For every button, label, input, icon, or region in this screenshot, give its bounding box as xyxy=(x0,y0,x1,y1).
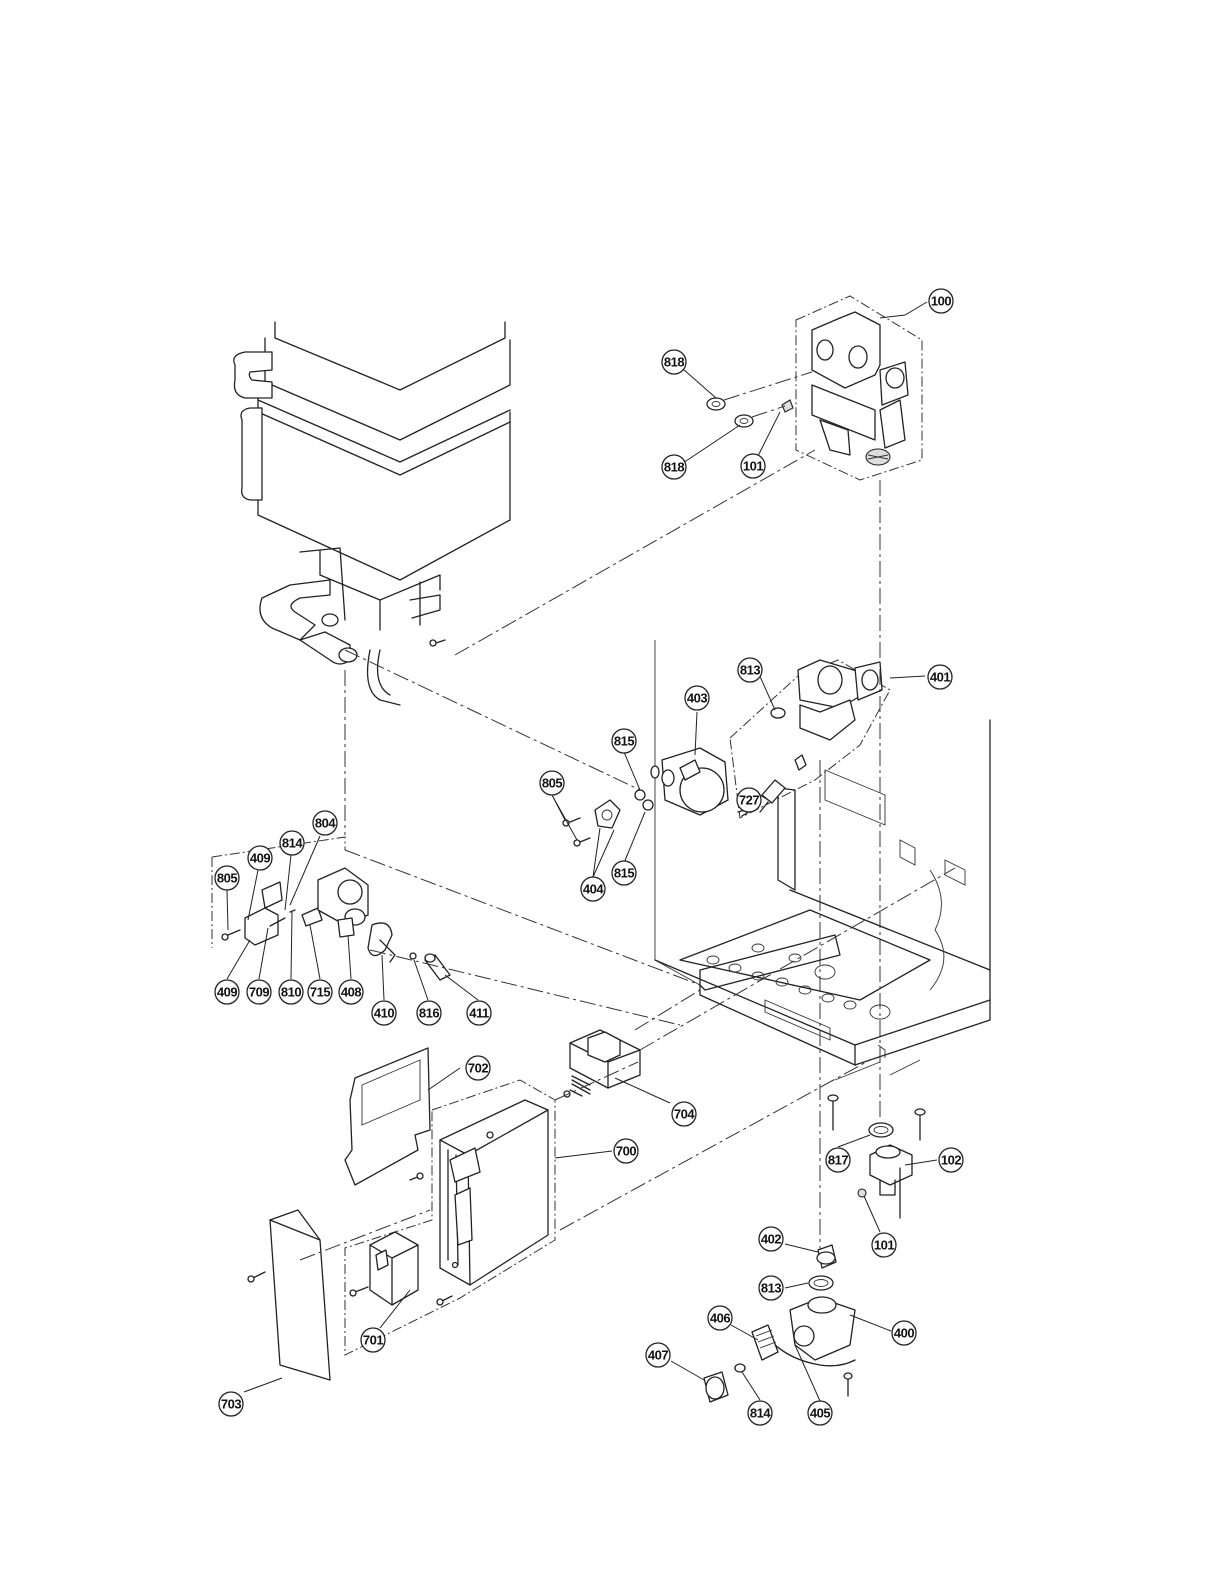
callout-700: 700 xyxy=(614,1139,638,1163)
callout-727: 727 xyxy=(737,788,761,812)
callout-408-label: 408 xyxy=(341,985,361,1000)
callout-411: 411 xyxy=(467,1001,491,1025)
transformer-704 xyxy=(564,1030,640,1097)
callout-400-label: 400 xyxy=(894,1326,914,1341)
callout-101-bottom: 101 xyxy=(872,1233,896,1257)
relay-701 xyxy=(370,1232,418,1305)
callout-813-top: 813 xyxy=(738,658,762,682)
callout-813-bottom: 813 xyxy=(759,1276,783,1300)
callout-818-bottom-label: 818 xyxy=(664,460,684,475)
callout-100: 100 xyxy=(929,289,953,313)
callout-815-bottom-label: 815 xyxy=(614,866,634,881)
callout-leaders xyxy=(227,302,937,1401)
callout-101-top: 101 xyxy=(741,454,765,478)
regulator-403 xyxy=(563,748,728,846)
callout-709: 709 xyxy=(247,980,271,1004)
callout-101-top-label: 101 xyxy=(743,459,763,474)
callout-410-label: 410 xyxy=(374,1006,394,1021)
callout-409-bottom-label: 409 xyxy=(217,985,237,1000)
callout-804-label: 804 xyxy=(315,816,336,831)
callout-403: 403 xyxy=(685,686,709,710)
callout-810-label: 810 xyxy=(281,985,301,1000)
callout-102: 102 xyxy=(939,1148,963,1172)
callout-814-bottom-label: 814 xyxy=(750,1406,771,1421)
callout-805-right: 805 xyxy=(540,771,564,795)
gas-valve-100 xyxy=(707,296,922,480)
callout-701: 701 xyxy=(361,1328,385,1352)
callout-406: 406 xyxy=(708,1306,732,1330)
callout-703: 703 xyxy=(219,1392,243,1416)
callout-401-label: 401 xyxy=(930,670,950,685)
callout-814-top: 814 xyxy=(280,831,304,855)
cover-703 xyxy=(270,1210,330,1380)
callout-817: 817 xyxy=(826,1148,850,1172)
callout-805-left: 805 xyxy=(215,866,239,890)
callout-805-right-label: 805 xyxy=(542,776,562,791)
callout-702: 702 xyxy=(466,1056,490,1080)
callout-815-top-label: 815 xyxy=(614,734,634,749)
callout-727-label: 727 xyxy=(739,793,759,808)
callout-405: 405 xyxy=(808,1401,832,1425)
callout-813-bottom-label: 813 xyxy=(761,1281,781,1296)
callout-804: 804 xyxy=(313,811,337,835)
callout-406-label: 406 xyxy=(710,1311,730,1326)
callout-405-label: 405 xyxy=(810,1406,830,1421)
callout-409-bottom: 409 xyxy=(215,980,239,1004)
callout-715: 715 xyxy=(308,980,332,1004)
callout-409-top: 409 xyxy=(248,846,272,870)
callout-814-top-label: 814 xyxy=(282,836,303,851)
callout-700-label: 700 xyxy=(616,1144,636,1159)
callout-818-top: 818 xyxy=(662,350,686,374)
callout-407-label: 407 xyxy=(648,1348,668,1363)
callout-715-label: 715 xyxy=(310,985,330,1000)
callout-813-top-label: 813 xyxy=(740,663,760,678)
callout-404: 404 xyxy=(581,877,605,901)
callout-818-top-label: 818 xyxy=(664,355,684,370)
callout-702-label: 702 xyxy=(468,1061,488,1076)
callout-816-label: 816 xyxy=(419,1006,439,1021)
callout-709-label: 709 xyxy=(249,985,269,1000)
callout-408: 408 xyxy=(339,980,363,1004)
callout-805-left-label: 805 xyxy=(217,871,237,886)
callout-815-bottom: 815 xyxy=(612,861,636,885)
callout-400: 400 xyxy=(892,1321,916,1345)
callout-817-label: 817 xyxy=(828,1153,848,1168)
callout-407: 407 xyxy=(646,1343,670,1367)
callout-404-label: 404 xyxy=(583,882,604,897)
callout-810: 810 xyxy=(279,980,303,1004)
callout-815-top: 815 xyxy=(612,729,636,753)
callout-816: 816 xyxy=(417,1001,441,1025)
callout-101-bottom-label: 101 xyxy=(874,1238,894,1253)
callout-704-label: 704 xyxy=(674,1107,695,1122)
callout-704: 704 xyxy=(672,1102,696,1126)
callout-401: 401 xyxy=(928,665,952,689)
callout-814-bottom: 814 xyxy=(748,1401,772,1425)
bracket-702 xyxy=(345,1048,430,1185)
callout-409-top-label: 409 xyxy=(250,851,270,866)
callout-100-label: 100 xyxy=(931,294,951,309)
callout-102-label: 102 xyxy=(941,1153,961,1168)
callout-402: 402 xyxy=(759,1227,783,1251)
callout-818-bottom: 818 xyxy=(662,455,686,479)
callout-410: 410 xyxy=(372,1001,396,1025)
callout-411-label: 411 xyxy=(469,1006,489,1021)
callout-703-label: 703 xyxy=(221,1397,241,1412)
callout-402-label: 402 xyxy=(761,1232,781,1247)
callout-701-label: 701 xyxy=(363,1333,383,1348)
callout-403-label: 403 xyxy=(687,691,707,706)
